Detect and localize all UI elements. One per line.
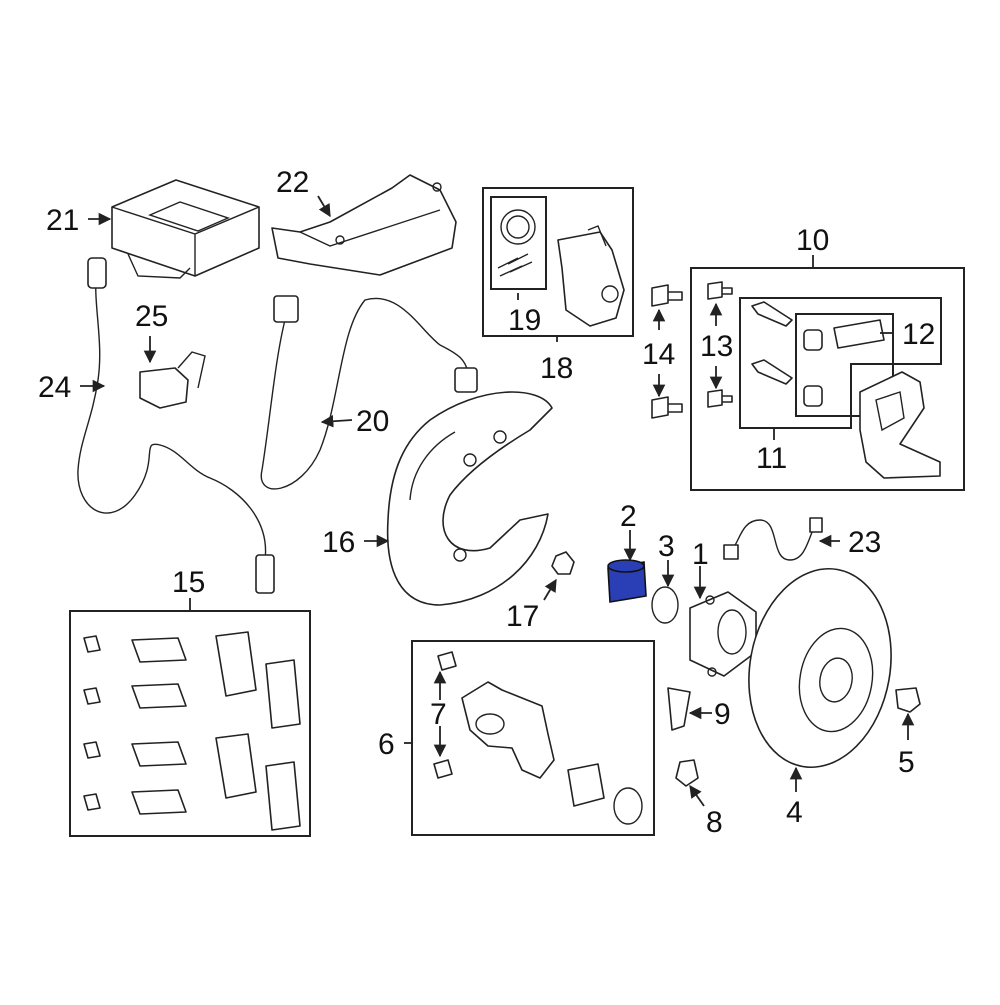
callout-6: 6 [378, 728, 395, 761]
callout-21: 21 [46, 204, 79, 237]
box-11 [739, 297, 942, 429]
callout-13: 13 [700, 330, 733, 363]
clip-25 [139, 351, 206, 409]
box-6 [411, 640, 655, 836]
control-module-21 [111, 179, 260, 279]
callout-24: 24 [38, 371, 71, 404]
bolts-14 [651, 284, 683, 419]
box-18 [482, 187, 634, 337]
brake-rotor-4 [748, 567, 892, 769]
callout-8: 8 [706, 806, 723, 839]
bleeder-8 [675, 759, 699, 787]
bracket-22 [271, 174, 457, 276]
callout-7: 7 [430, 698, 447, 731]
callout-9: 9 [714, 698, 731, 731]
callout-14: 14 [642, 338, 675, 371]
caliper-6 [461, 681, 643, 825]
callout-15: 15 [172, 566, 205, 599]
dust-shield-16 [386, 391, 553, 606]
box-12 [795, 313, 894, 417]
callout-22: 22 [276, 166, 309, 199]
callout-4: 4 [786, 796, 803, 829]
callout-23: 23 [848, 526, 881, 559]
callout-25: 25 [135, 300, 168, 333]
callout-19: 19 [508, 304, 541, 337]
caliper-bracket-10 [859, 371, 941, 479]
callout-5: 5 [898, 746, 915, 779]
bolts-13 [707, 281, 733, 408]
boots-12 [803, 319, 885, 407]
callout-2: 2 [620, 500, 637, 533]
wheel-hub-1 [689, 591, 757, 677]
box-19 [490, 196, 547, 290]
callout-18: 18 [540, 352, 573, 385]
box-10 [690, 267, 965, 491]
callout-20: 20 [356, 405, 389, 438]
callout-12: 12 [902, 318, 935, 351]
bracket-9 [667, 687, 691, 731]
guide-pins-11 [751, 301, 793, 385]
callout-11: 11 [756, 442, 787, 475]
callout-16: 16 [322, 526, 355, 559]
callout-3: 3 [658, 530, 675, 563]
callout-17: 17 [506, 600, 539, 633]
brake-hose-23 [723, 517, 823, 561]
sensor-wire-24 [77, 257, 275, 594]
actuator-18 [497, 209, 625, 327]
sensor-wire-20 [260, 295, 478, 490]
bolts-7 [433, 651, 457, 779]
snap-ring-3 [651, 586, 679, 624]
wheel-bearing-2 [607, 559, 647, 603]
callout-10: 10 [796, 224, 829, 257]
brake-pads-15 [83, 631, 301, 831]
bolt-17 [551, 551, 575, 575]
screw-5 [895, 687, 921, 713]
callout-1: 1 [692, 538, 709, 571]
